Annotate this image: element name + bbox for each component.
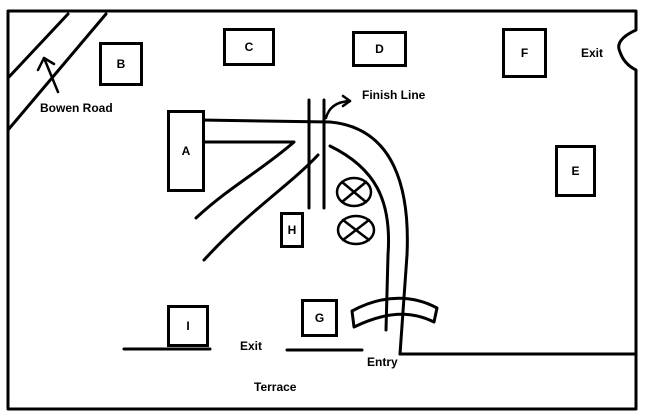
exit-right-label: Exit: [581, 46, 604, 60]
building-a: A: [167, 110, 205, 192]
building-g: G: [301, 299, 338, 337]
building-b: B: [99, 42, 143, 86]
fan-icon: [335, 176, 373, 208]
building-e: E: [555, 145, 596, 197]
track-middle-curve: [328, 144, 391, 332]
building-f: F: [502, 28, 547, 78]
fan-icon: [336, 214, 376, 246]
building-h: H: [280, 212, 304, 248]
exit-bottom-label: Exit: [240, 339, 263, 353]
track-inner-curve: [194, 140, 296, 220]
building-c: C: [223, 28, 275, 66]
bowen-road-line-left: [6, 12, 70, 80]
entry-label: Entry: [367, 355, 398, 369]
building-d: D: [352, 31, 407, 67]
entry-bridge: [350, 296, 439, 329]
site-boundary: [6, 9, 638, 411]
north-arrow-icon: [36, 56, 60, 94]
terrace-label: Terrace: [254, 380, 297, 394]
track-outer-curve: [198, 118, 409, 356]
finish-line-label: Finish Line: [362, 88, 426, 102]
finish-arrow-icon: [324, 94, 352, 120]
bowen-road-line-right: [6, 12, 108, 132]
bowen-road-label: Bowen Road: [40, 101, 113, 115]
building-i: I: [167, 305, 209, 347]
